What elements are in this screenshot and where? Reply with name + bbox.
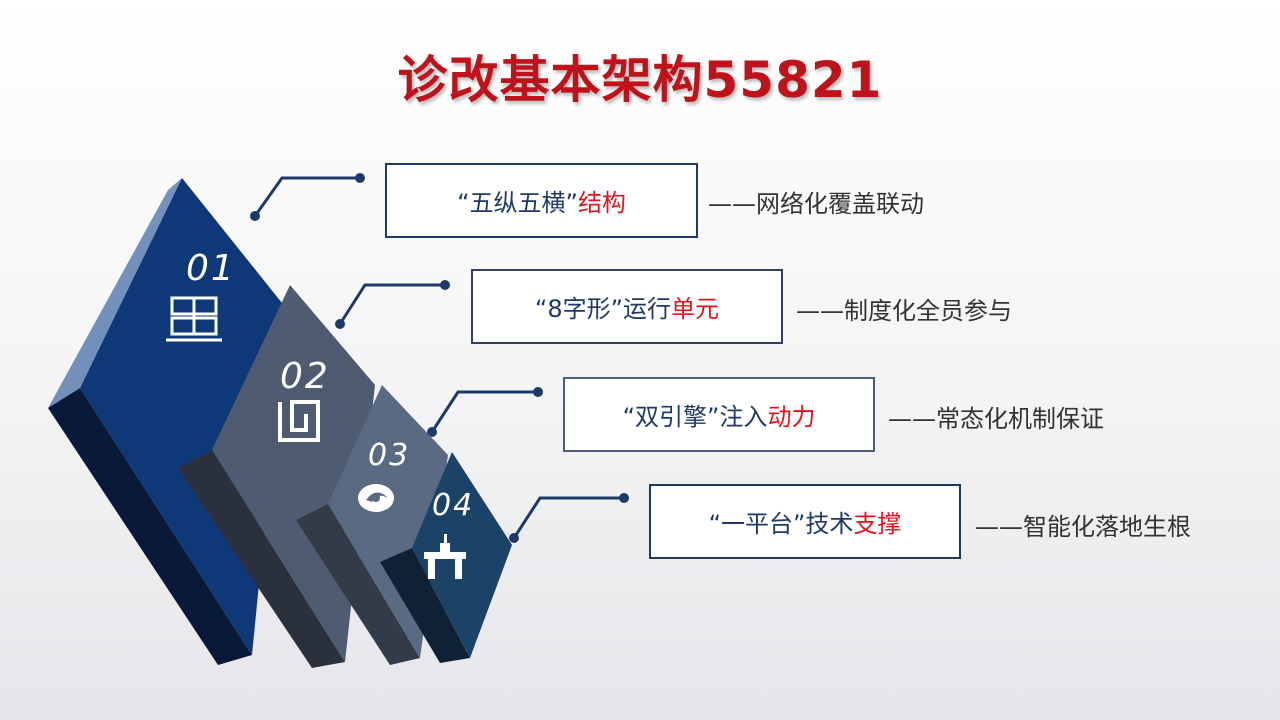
tier-number-2: 02 — [280, 356, 330, 397]
connector-dot — [335, 319, 345, 329]
item-box-3-main: “双引擎”注入 — [622, 403, 768, 431]
connector-dot — [533, 387, 543, 397]
connector-3 — [430, 390, 538, 433]
connector-dot — [619, 493, 629, 503]
item-box-3: “双引擎”注入动力 — [563, 377, 875, 452]
connector-dot — [440, 280, 450, 290]
item-box-2-highlight: 单元 — [671, 295, 720, 323]
connector-dot — [427, 427, 437, 437]
item-box-3-highlight: 动力 — [767, 403, 816, 431]
connector-1 — [253, 176, 360, 217]
connector-lines — [253, 176, 624, 539]
item-description-4: ——智能化落地生根 — [975, 513, 1191, 541]
tier-number-1: 01 — [186, 248, 236, 289]
item-description-3: ——常态化机制保证 — [888, 405, 1104, 433]
connector-dot — [355, 173, 365, 183]
item-box-4-main: “一平台”技术 — [708, 510, 854, 538]
engine-icon — [358, 484, 394, 512]
item-description-1: ——网络化覆盖联动 — [708, 190, 924, 218]
tier-number-4: 04 — [432, 488, 475, 523]
connector-dot — [250, 211, 260, 221]
item-box-4: “一平台”技术支撑 — [649, 484, 961, 559]
item-box-1-highlight: 结构 — [577, 189, 626, 217]
item-box-1-main: “五纵五横” — [457, 189, 578, 217]
loop-icon — [278, 400, 320, 442]
connector-dots — [250, 173, 629, 543]
platform-icon — [424, 534, 466, 579]
item-description-2: ——制度化全员参与 — [796, 297, 1012, 325]
connector-4 — [512, 496, 624, 539]
item-box-4-highlight: 支撑 — [853, 510, 902, 538]
building-icon — [166, 296, 222, 342]
page-title: 诊改基本架构55821 — [397, 51, 883, 109]
item-box-2: “8字形”运行单元 — [471, 269, 783, 344]
tier-number-3: 03 — [368, 438, 411, 473]
connector-2 — [338, 283, 445, 325]
connector-dot — [509, 533, 519, 543]
item-box-1: “五纵五横”结构 — [385, 163, 698, 238]
item-box-2-main: “8字形”运行 — [534, 295, 672, 323]
